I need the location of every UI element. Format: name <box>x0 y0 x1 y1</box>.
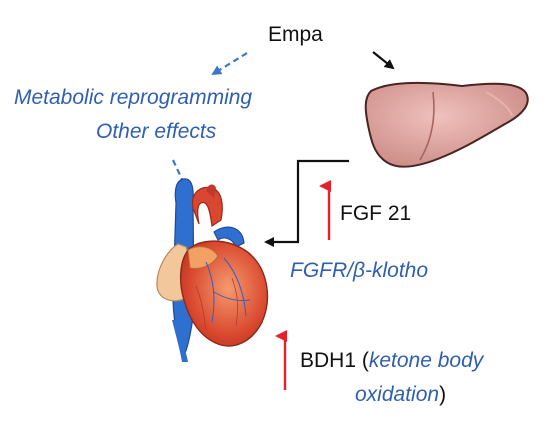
enzyme-detail-line2: oxidation <box>355 383 440 406</box>
heart-icon <box>156 178 269 362</box>
enzyme-label-line2: oxidation) <box>355 384 446 405</box>
hormone-label: FGF 21 <box>340 202 412 225</box>
drug-label: Empa <box>268 23 323 46</box>
receptor-label: FGFR/β-klotho <box>290 259 429 282</box>
enzyme-suffix: ) <box>439 383 447 406</box>
liver-to-heart-arrow <box>264 159 349 247</box>
empa-to-liver-arrow <box>372 51 395 70</box>
enzyme-prefix: BDH1 ( <box>300 349 369 372</box>
liver-icon <box>364 81 529 168</box>
enzyme-label-line1: BDH1 (ketone body <box>300 350 483 371</box>
effect-label-line1: Metabolic reprogramming <box>14 86 253 109</box>
enzyme-detail-line1: ketone body <box>368 349 484 372</box>
empa-to-metabolic-arrow <box>211 52 248 76</box>
effect-label-line2: Other effects <box>96 120 217 143</box>
